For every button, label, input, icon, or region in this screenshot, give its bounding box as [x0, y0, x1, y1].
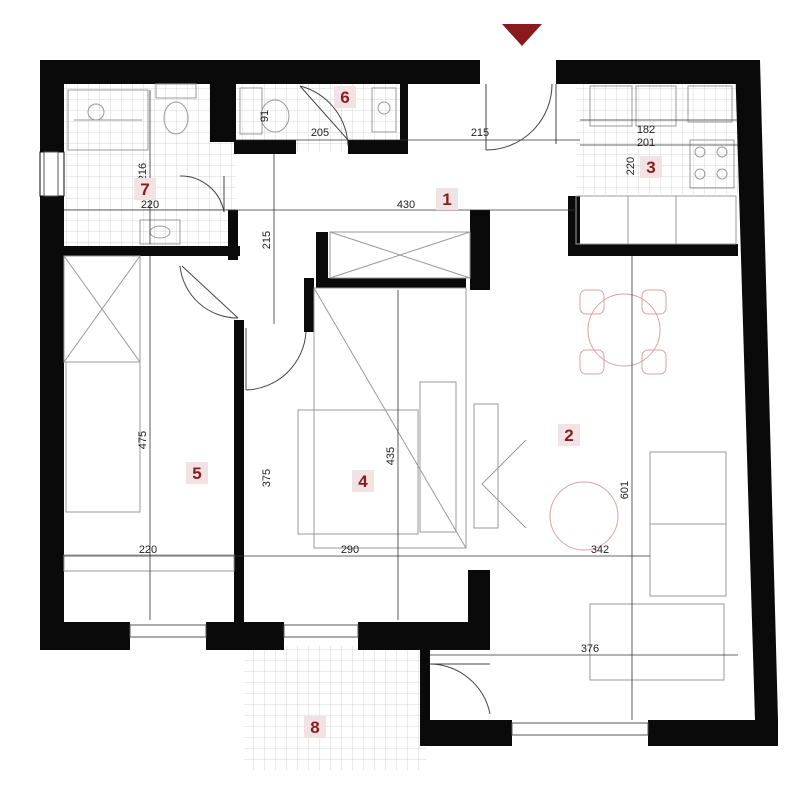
- room-7-label: 7: [134, 178, 156, 200]
- room-2-label: 2: [558, 424, 580, 446]
- room-1-label: 1: [436, 188, 458, 210]
- dim-label: 91: [259, 110, 271, 122]
- dim-label: 205: [311, 127, 329, 139]
- dim-label: 201: [637, 137, 655, 149]
- entrance-arrow-icon: [502, 24, 542, 46]
- furniture: [63, 83, 737, 681]
- dim-label: 216: [137, 163, 149, 181]
- dim-label: 376: [581, 643, 599, 655]
- svg-text:5: 5: [192, 464, 201, 483]
- doors: [179, 83, 557, 715]
- dining-set: [549, 289, 667, 551]
- dim-label: 215: [261, 231, 273, 249]
- dim-label: 220: [141, 199, 159, 211]
- dimension-lines: [64, 90, 738, 720]
- svg-text:1: 1: [442, 190, 451, 209]
- windows: [43, 151, 649, 736]
- room-4-label: 4: [352, 470, 374, 492]
- svg-text:6: 6: [340, 88, 349, 107]
- dim-label: 475: [137, 431, 149, 449]
- dim-label: 290: [341, 544, 359, 556]
- dimension-labels: 215 205 182 201 216 220 220 430 215 475 …: [137, 110, 655, 655]
- dim-label: 601: [619, 481, 631, 499]
- dim-label: 430: [397, 199, 415, 211]
- svg-text:4: 4: [358, 472, 368, 491]
- svg-text:3: 3: [646, 158, 655, 177]
- dim-label: 220: [139, 544, 157, 556]
- svg-text:8: 8: [310, 718, 319, 737]
- svg-text:2: 2: [564, 426, 573, 445]
- room-3-label: 3: [640, 156, 662, 178]
- dim-label: 220: [625, 157, 637, 175]
- svg-text:7: 7: [140, 180, 149, 199]
- balcony-8-floor: [244, 646, 426, 770]
- dim-label: 342: [591, 544, 609, 556]
- room-6-label: 6: [334, 86, 356, 108]
- dim-label: 375: [261, 469, 273, 487]
- room-8-label: 8: [304, 716, 326, 738]
- room-labels: 1 2 3 4 5 6 7 8: [134, 86, 662, 738]
- dim-label: 435: [385, 447, 397, 465]
- dim-label: 215: [471, 127, 489, 139]
- walls: [39, 60, 778, 746]
- dim-label: 182: [637, 124, 655, 136]
- room-5-label: 5: [186, 462, 208, 484]
